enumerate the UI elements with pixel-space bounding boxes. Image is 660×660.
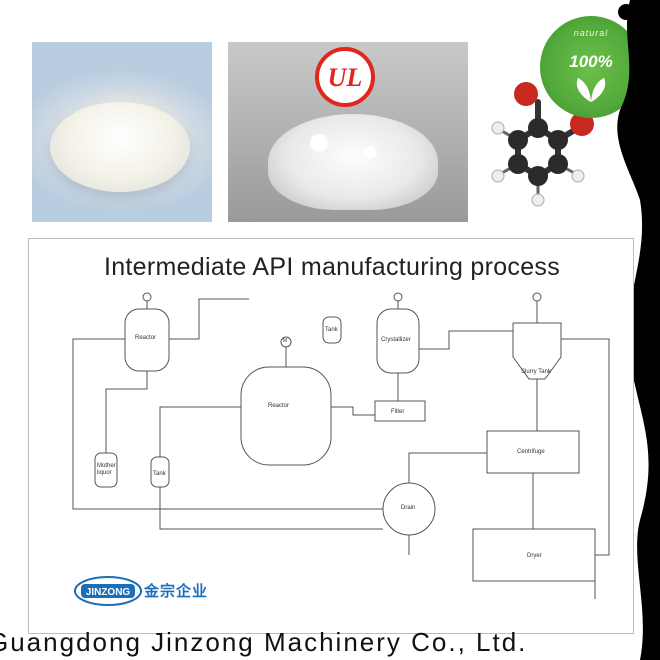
crystal-pile [268,114,438,210]
tank-small-label: Tank [325,327,338,333]
powder-dish [50,102,190,192]
brand-name: 金宗企业 [144,583,209,600]
crystals-photo: UL [228,42,468,222]
jinzong-logo: JINZONG [74,576,142,606]
logo-text: JINZONG [86,587,131,598]
process-diagram: Intermediate API manufacturing process [28,238,634,634]
decorative-swirl [617,0,660,660]
centrifuge-label: Centrifuge [517,449,545,455]
tank-left-label: Tank [153,471,166,477]
motor-label: M [283,338,288,344]
process-flow-lines [72,292,610,599]
powder-photo [32,42,212,222]
badge-top-text: natural [573,28,609,38]
svg-text:UL: UL [328,63,363,92]
filter-label: Filter [391,409,405,415]
footer-company-name: Guangdong Jinzong Machinery Co., Ltd. [0,627,528,657]
molecule-icon [491,82,594,207]
leaf-icon [576,78,606,102]
mother-liquor-label: Mother liquor [97,463,116,476]
reactor-center-label: Reactor [268,403,290,409]
crystallizer-label: Crystallizer [381,337,411,343]
diagram-title: Intermediate API manufacturing process [103,253,561,281]
reactor-top-label: Reactor [135,335,157,341]
slurry-tank-label: Slurry Tank [521,369,551,375]
dryer-label: Dryer [527,553,542,559]
ul-certification-icon: UL [315,47,375,107]
drain-label: Drain [401,505,416,511]
badge-percent: 100% [569,52,613,71]
